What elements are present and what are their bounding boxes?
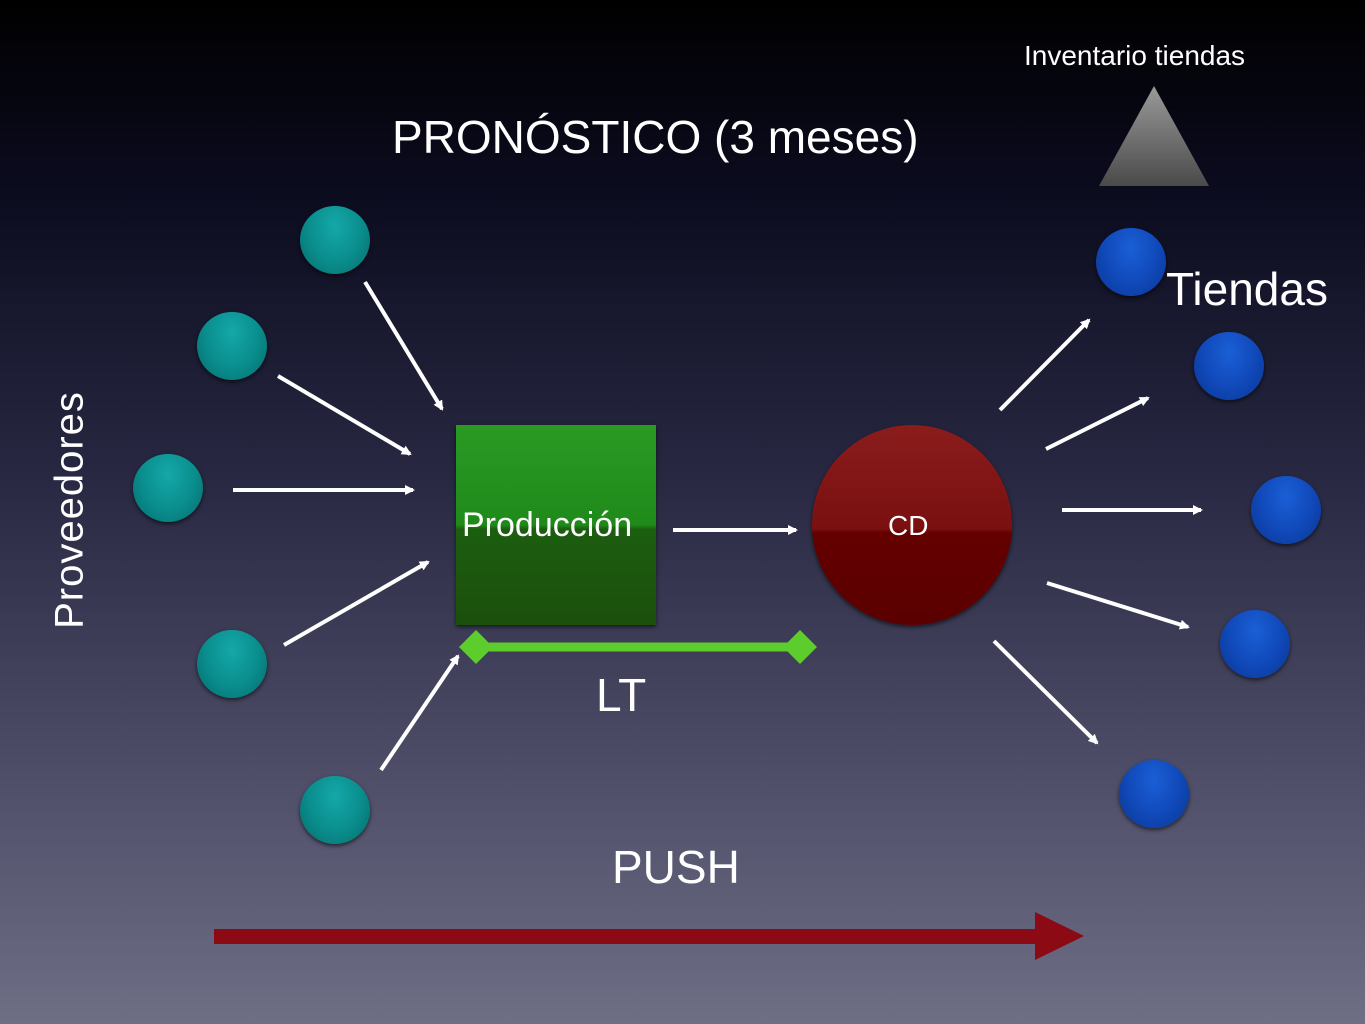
store-arrow-1 (998, 318, 1091, 412)
distribution-center-node (812, 425, 1012, 625)
supplier-node (300, 206, 370, 274)
page-title: PRONÓSTICO (3 meses) (392, 111, 919, 163)
store-arrow-2 (1045, 396, 1150, 451)
store-arrow-4 (1046, 581, 1190, 630)
push-arrow (214, 912, 1084, 960)
supplier-arrow-5 (379, 654, 460, 772)
supplier-node (197, 630, 267, 698)
supplier-arrow-2 (276, 374, 412, 456)
store-node (1251, 476, 1321, 544)
push-label: PUSH (612, 841, 740, 893)
inventory-triangle-icon (1099, 86, 1209, 186)
store-node (1220, 610, 1290, 678)
supplier-arrow-1 (363, 280, 444, 411)
lead-time-label: LT (596, 669, 647, 721)
store-node (1119, 760, 1189, 828)
lead-time-bar (459, 630, 817, 664)
store-node (1194, 332, 1264, 400)
supplier-node (197, 312, 267, 380)
supplier-node (133, 454, 203, 522)
suppliers-label: Proveedores (47, 391, 92, 629)
store-node (1096, 228, 1166, 296)
supplier-arrow-4 (283, 560, 430, 647)
store-arrow-5 (992, 639, 1099, 745)
distribution-center-label: CD (888, 510, 929, 541)
production-box (456, 425, 656, 625)
inventory-label: Inventario tiendas (1024, 40, 1246, 71)
production-label: Producción (462, 506, 633, 544)
supplier-node (300, 776, 370, 844)
stores-label: Tiendas (1166, 263, 1328, 315)
